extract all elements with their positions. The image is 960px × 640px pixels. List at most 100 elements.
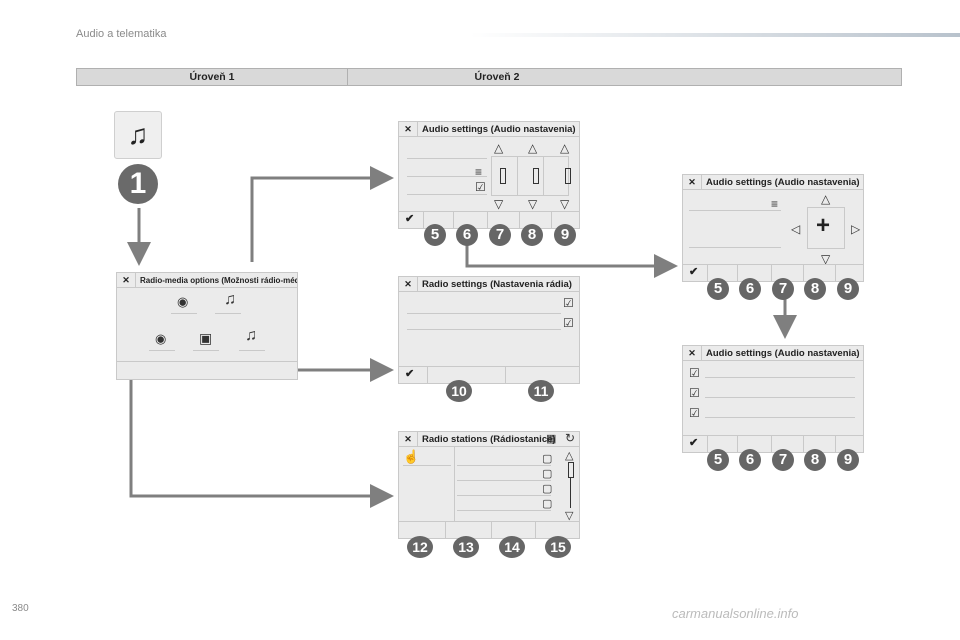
mid-slider[interactable] [533,168,539,184]
up-arrow-icon[interactable]: △ [494,141,504,155]
callout-5: 5 [707,278,729,300]
balance-crosshair-icon[interactable]: + [816,212,831,239]
treble-slider[interactable] [565,168,571,184]
music-source-tile[interactable]: ♫ [114,111,162,159]
refresh-icon[interactable]: ↻ [565,431,576,445]
divider [705,417,855,418]
bottom-divider [737,436,738,452]
page-number: 380 [12,603,29,614]
close-icon[interactable]: ✕ [399,122,418,136]
up-arrow-icon[interactable]: △ [528,141,538,155]
level-header: Úroveň 1 Úroveň 2 [76,68,902,86]
band-icon[interactable]: ▦ [546,433,557,445]
down-arrow-icon[interactable]: ▽ [528,197,538,211]
balance-left-icon[interactable]: ◁ [791,222,801,236]
confirm-icon[interactable]: ✔ [689,266,699,278]
divider [705,397,855,398]
touch-icon[interactable]: ☝ [403,449,420,464]
bottom-divider [535,522,536,538]
bottom-divider [519,212,520,228]
callout-15: 15 [545,536,571,558]
divider [407,158,487,159]
divider [407,194,487,195]
confirm-icon[interactable]: ✔ [689,437,699,449]
radio-settings-panel: ✕ Radio settings (Nastavenia rádia) ☑ ☑ ✔ [398,276,580,384]
bottom-divider [551,212,552,228]
callout-14: 14 [499,536,525,558]
bottom-divider [835,436,836,452]
bottom-divider [505,367,506,383]
balance-down-icon[interactable]: ▽ [821,252,831,266]
audio-settings-panel-1: ✕ Audio settings (Audio nastavenia) △ △ △… [398,121,580,229]
music-alt-icon[interactable]: ♫ [245,327,257,344]
checkbox-icon[interactable]: ☑ [563,316,574,330]
menu-icon[interactable]: ≡ [475,165,483,179]
checkbox-icon[interactable]: ☑ [689,386,700,400]
checkbox-icon[interactable]: ☑ [689,366,700,380]
scrollbar-thumb[interactable] [568,462,574,478]
confirm-icon[interactable]: ✔ [405,213,415,225]
bottom-divider [707,265,708,281]
audio-settings-title-2: ✕ Audio settings (Audio nastavenia) [683,175,863,190]
bottom-divider [803,265,804,281]
up-arrow-icon[interactable]: △ [560,141,570,155]
scrollbar-track[interactable] [570,462,571,508]
radio-settings-bottom-bar: ✔ [399,366,579,383]
bass-slider[interactable] [500,168,506,184]
balance-right-icon[interactable]: ▷ [851,222,861,236]
checkbox-icon[interactable]: ☑ [689,406,700,420]
divider [705,377,855,378]
contact-icon[interactable]: ▣ [199,330,213,346]
menu-icon[interactable]: ≡ [771,197,779,211]
callout-11: 11 [528,380,554,402]
balance-up-icon[interactable]: △ [821,192,831,206]
close-icon[interactable]: ✕ [399,277,418,291]
radio-alt-icon[interactable]: ◉ [155,331,167,346]
callout-5: 5 [707,449,729,471]
scroll-down-icon[interactable]: ▽ [565,510,574,522]
checkbox-icon[interactable]: ☑ [475,180,486,194]
callout-7: 7 [489,224,511,246]
station-slot-icon[interactable]: ▢ [542,453,553,465]
audio-settings-label-2: Audio settings (Audio nastavenia) [706,177,860,188]
list-divider [454,446,455,522]
down-arrow-icon[interactable]: ▽ [560,197,570,211]
arrow-to-audio1 [250,166,394,262]
close-icon[interactable]: ✕ [683,175,702,189]
level-1-label: Úroveň 1 [77,69,348,85]
station-slot-icon[interactable]: ▢ [542,483,553,495]
callout-6: 6 [739,278,761,300]
step-1-badge: 1 [118,164,158,204]
audio-settings-label-1: Audio settings (Audio nastavenia) [422,124,576,135]
radio-icon[interactable]: ◉ [177,294,189,309]
divider [215,313,241,314]
divider [689,210,781,211]
music-icon[interactable]: ♫ [224,291,236,308]
level-2-label: Úroveň 2 [474,71,520,83]
audio-settings-label-3: Audio settings (Audio nastavenia) [706,348,860,359]
bottom-divider [423,212,424,228]
scroll-up-icon[interactable]: △ [565,450,574,462]
callout-7: 7 [772,449,794,471]
equalizer-box [491,156,569,196]
station-slot-icon[interactable]: ▢ [542,468,553,480]
bottom-divider [771,436,772,452]
close-icon[interactable]: ✕ [399,432,418,446]
down-arrow-icon[interactable]: ▽ [494,197,504,211]
callout-9: 9 [554,224,576,246]
callout-9: 9 [837,449,859,471]
checkbox-icon[interactable]: ☑ [563,296,574,310]
confirm-icon[interactable]: ✔ [405,368,415,380]
radio-settings-label: Radio settings (Nastavenia rádia) [422,279,572,290]
close-icon[interactable]: ✕ [117,273,136,287]
balance-box [807,207,845,249]
divider [407,329,561,330]
divider [117,361,297,362]
equalizer-divider [517,156,518,196]
music-note-icon: ♫ [127,119,149,150]
station-slot-icon[interactable]: ▢ [542,498,553,510]
bottom-divider [835,265,836,281]
audio-settings-bottom-bar: ✔ [399,211,579,228]
close-icon[interactable]: ✕ [683,346,702,360]
bottom-divider [491,522,492,538]
